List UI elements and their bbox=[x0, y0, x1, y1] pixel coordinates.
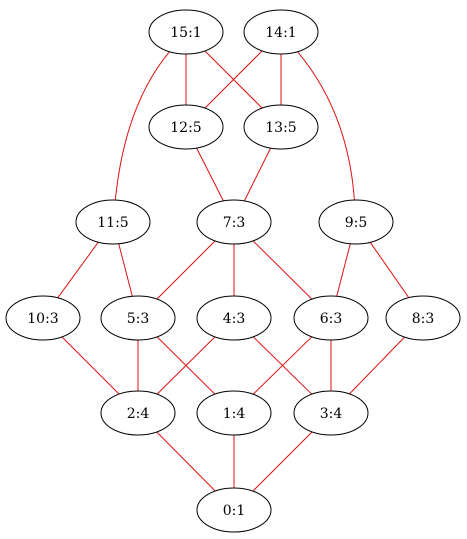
node-ellipse bbox=[100, 295, 176, 341]
edge-6-1 bbox=[252, 336, 313, 395]
node-2: 2:4 bbox=[100, 390, 176, 436]
node-ellipse bbox=[196, 390, 272, 436]
edge-9-8 bbox=[369, 242, 410, 298]
node-ellipse bbox=[100, 390, 176, 436]
node-ellipse bbox=[196, 487, 272, 533]
edge-12-7 bbox=[196, 147, 224, 202]
edge-2-0 bbox=[156, 431, 216, 492]
node-ellipse bbox=[318, 199, 394, 245]
node-ellipse bbox=[75, 199, 151, 245]
node-ellipse bbox=[293, 390, 369, 436]
edge-9-6 bbox=[336, 243, 351, 297]
node-1: 1:4 bbox=[196, 390, 272, 436]
edge-7-6 bbox=[252, 240, 313, 300]
node-5: 5:3 bbox=[100, 295, 176, 341]
node-13: 13:5 bbox=[243, 104, 319, 150]
node-ellipse bbox=[243, 9, 319, 55]
node-ellipse bbox=[385, 295, 461, 341]
node-label: 13:5 bbox=[265, 120, 296, 136]
node-label: 0:1 bbox=[223, 503, 246, 519]
edge-4-2 bbox=[156, 336, 216, 395]
node-label: 9:5 bbox=[345, 215, 368, 231]
edge-3-0 bbox=[252, 431, 313, 492]
node-4: 4:3 bbox=[196, 295, 272, 341]
node-10: 10:3 bbox=[5, 295, 81, 341]
edges-layer bbox=[57, 50, 410, 492]
node-8: 8:3 bbox=[385, 295, 461, 341]
node-6: 6:3 bbox=[293, 295, 369, 341]
edge-8-3 bbox=[349, 336, 405, 395]
node-7: 7:3 bbox=[196, 199, 272, 245]
node-label: 5:3 bbox=[127, 311, 150, 327]
node-9: 9:5 bbox=[318, 199, 394, 245]
node-ellipse bbox=[148, 104, 224, 150]
node-3: 3:4 bbox=[293, 390, 369, 436]
node-label: 2:4 bbox=[127, 406, 150, 422]
edge-11-5 bbox=[118, 243, 133, 297]
node-ellipse bbox=[293, 295, 369, 341]
node-label: 10:3 bbox=[27, 311, 58, 327]
node-label: 14:1 bbox=[265, 25, 296, 41]
edge-15-11 bbox=[114, 51, 170, 201]
edge-10-2 bbox=[61, 336, 120, 395]
node-label: 11:5 bbox=[97, 215, 128, 231]
node-label: 3:4 bbox=[320, 406, 343, 422]
node-14: 14:1 bbox=[243, 9, 319, 55]
edge-7-5 bbox=[156, 240, 216, 300]
node-ellipse bbox=[148, 9, 224, 55]
node-12: 12:5 bbox=[148, 104, 224, 150]
node-label: 6:3 bbox=[320, 311, 343, 327]
node-0: 0:1 bbox=[196, 487, 272, 533]
node-label: 15:1 bbox=[170, 25, 201, 41]
node-ellipse bbox=[196, 295, 272, 341]
edge-13-7 bbox=[243, 147, 272, 202]
edge-11-10 bbox=[57, 241, 99, 299]
nodes-layer: 15:1 14:1 12:5 13:5 11:5 7:3 9:5 10:3 5:3 4:3 6:3 8… bbox=[5, 9, 461, 533]
node-15: 15:1 bbox=[148, 9, 224, 55]
node-label: 4:3 bbox=[223, 311, 246, 327]
node-label: 1:4 bbox=[223, 406, 246, 422]
edge-14-9 bbox=[297, 51, 355, 201]
node-label: 12:5 bbox=[170, 120, 201, 136]
node-11: 11:5 bbox=[75, 199, 151, 245]
node-ellipse bbox=[196, 199, 272, 245]
edge-14-12 bbox=[204, 50, 263, 109]
node-ellipse bbox=[5, 295, 81, 341]
node-label: 7:3 bbox=[223, 215, 246, 231]
node-label: 8:3 bbox=[412, 311, 435, 327]
node-ellipse bbox=[243, 104, 319, 150]
